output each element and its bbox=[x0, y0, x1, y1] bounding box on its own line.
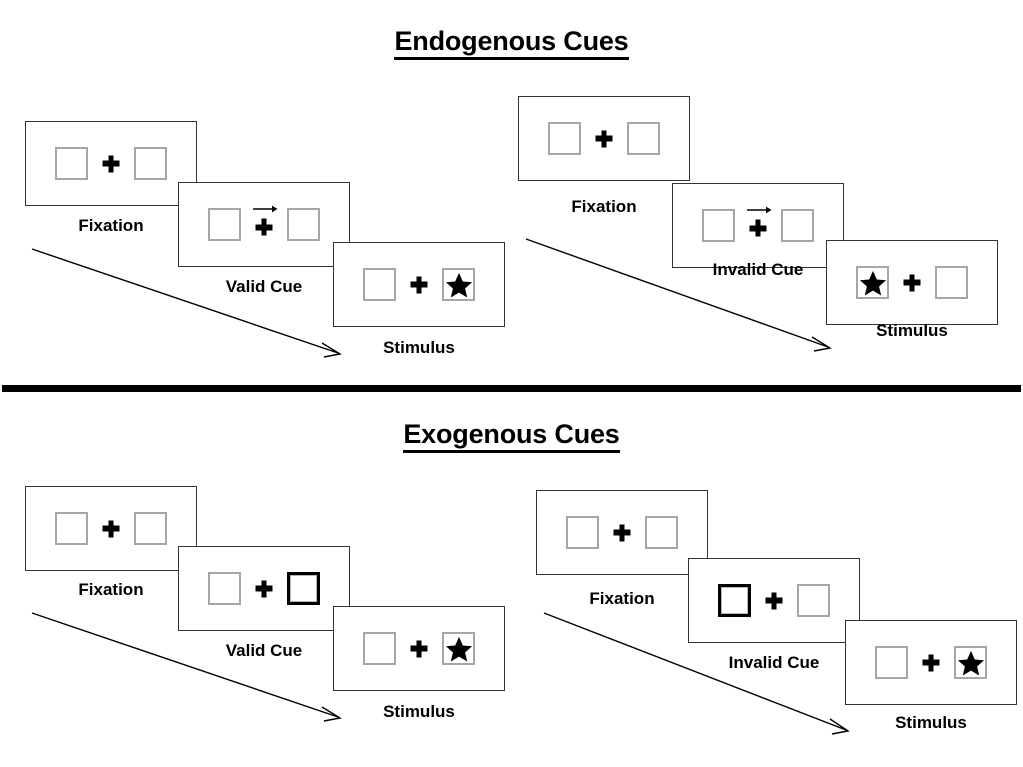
fixation-cross-icon bbox=[749, 219, 767, 237]
fixation-cross-icon bbox=[613, 524, 631, 541]
fixation-cross-icon bbox=[903, 274, 921, 291]
left-placeholder-box bbox=[875, 646, 908, 679]
exo-valid-frame-stimulus bbox=[333, 606, 505, 691]
left-placeholder-box bbox=[566, 516, 599, 549]
star-stimulus-icon bbox=[957, 650, 984, 675]
right-arrow-cue-icon bbox=[253, 205, 278, 212]
fixation-area bbox=[241, 203, 287, 247]
endo-valid-caption-cue: Valid Cue bbox=[225, 277, 303, 296]
panel-content bbox=[334, 243, 504, 326]
fixation-cross-icon bbox=[922, 654, 940, 671]
right-placeholder-box bbox=[797, 584, 830, 617]
exo-invalid-caption-stimulus: Stimulus bbox=[895, 713, 967, 732]
fixation-area bbox=[241, 567, 287, 611]
fixation-area bbox=[396, 263, 442, 307]
left-placeholder-box bbox=[208, 208, 241, 241]
section-divider bbox=[2, 385, 1021, 392]
right-placeholder-box bbox=[627, 122, 660, 155]
right-placeholder-box-cued bbox=[287, 572, 320, 605]
panel-content bbox=[26, 487, 196, 570]
endo-valid-frame-cue bbox=[178, 182, 350, 267]
fixation-cross-icon bbox=[255, 218, 273, 236]
exo-invalid-frame-fixation bbox=[536, 490, 708, 575]
fixation-area bbox=[88, 142, 134, 186]
fixation-cross-icon bbox=[102, 155, 120, 172]
left-placeholder-box bbox=[856, 266, 889, 299]
exo-valid-frame-fixation bbox=[25, 486, 197, 571]
endo-invalid-frame-cue bbox=[672, 183, 844, 268]
endo-invalid-caption-fixation: Fixation bbox=[571, 197, 637, 216]
endo-invalid-frame-fixation bbox=[518, 96, 690, 181]
panel-content bbox=[179, 547, 349, 630]
star-stimulus-icon bbox=[859, 270, 886, 295]
panel-content bbox=[689, 559, 859, 642]
endo-invalid-caption-cue: Invalid Cue bbox=[712, 260, 804, 279]
star-stimulus-icon bbox=[445, 636, 472, 661]
fixation-area bbox=[735, 204, 781, 248]
endo-valid-frame-stimulus bbox=[333, 242, 505, 327]
fixation-cross-icon bbox=[765, 592, 783, 609]
right-placeholder-box bbox=[954, 646, 987, 679]
panel-content bbox=[334, 607, 504, 690]
panel-content bbox=[519, 97, 689, 180]
endo-valid-frame-fixation bbox=[25, 121, 197, 206]
exo-valid-caption-cue: Valid Cue bbox=[225, 641, 303, 660]
panel-content bbox=[537, 491, 707, 574]
panel-content bbox=[26, 122, 196, 205]
fixation-cross-icon bbox=[102, 520, 120, 537]
exo-invalid-frame-stimulus bbox=[845, 620, 1017, 705]
star-stimulus-icon bbox=[445, 272, 472, 297]
right-arrow-cue-icon bbox=[747, 206, 772, 213]
left-placeholder-box bbox=[702, 209, 735, 242]
exo-invalid-caption-fixation: Fixation bbox=[589, 589, 655, 608]
right-placeholder-box bbox=[134, 147, 167, 180]
panel-content bbox=[179, 183, 349, 266]
exogenous-section-title: Exogenous Cues bbox=[0, 419, 1023, 453]
endogenous-title-text: Endogenous Cues bbox=[394, 26, 629, 60]
endo-invalid-frame-stimulus bbox=[826, 240, 998, 325]
fixation-cross-icon bbox=[595, 130, 613, 147]
fixation-area bbox=[889, 261, 935, 305]
exo-valid-caption-stimulus: Stimulus bbox=[383, 702, 455, 721]
endogenous-section-title: Endogenous Cues bbox=[0, 26, 1023, 60]
left-placeholder-box bbox=[55, 512, 88, 545]
panel-content bbox=[827, 241, 997, 324]
left-placeholder-box bbox=[363, 632, 396, 665]
left-placeholder-box bbox=[363, 268, 396, 301]
exo-invalid-caption-cue: Invalid Cue bbox=[728, 653, 820, 672]
fixation-area bbox=[396, 627, 442, 671]
right-placeholder-box bbox=[134, 512, 167, 545]
exo-invalid-frame-cue bbox=[688, 558, 860, 643]
panel-content bbox=[673, 184, 843, 267]
right-placeholder-box bbox=[935, 266, 968, 299]
fixation-cross-icon bbox=[410, 640, 428, 657]
left-placeholder-box bbox=[548, 122, 581, 155]
left-placeholder-box-cued bbox=[718, 584, 751, 617]
fixation-area bbox=[908, 641, 954, 685]
right-placeholder-box bbox=[645, 516, 678, 549]
left-placeholder-box bbox=[208, 572, 241, 605]
panel-content bbox=[846, 621, 1016, 704]
fixation-area bbox=[599, 511, 645, 555]
right-placeholder-box bbox=[442, 632, 475, 665]
fixation-cross-icon bbox=[255, 580, 273, 597]
fixation-cross-icon bbox=[410, 276, 428, 293]
right-placeholder-box bbox=[781, 209, 814, 242]
endo-valid-caption-fixation: Fixation bbox=[78, 216, 144, 235]
right-placeholder-box bbox=[442, 268, 475, 301]
exo-valid-caption-fixation: Fixation bbox=[78, 580, 144, 599]
fixation-area bbox=[751, 579, 797, 623]
fixation-area bbox=[88, 507, 134, 551]
exo-valid-frame-cue bbox=[178, 546, 350, 631]
right-placeholder-box bbox=[287, 208, 320, 241]
left-placeholder-box bbox=[55, 147, 88, 180]
endo-valid-caption-stimulus: Stimulus bbox=[383, 338, 455, 357]
exogenous-title-text: Exogenous Cues bbox=[403, 419, 620, 453]
fixation-area bbox=[581, 117, 627, 161]
endo-invalid-caption-stimulus: Stimulus bbox=[876, 321, 948, 340]
